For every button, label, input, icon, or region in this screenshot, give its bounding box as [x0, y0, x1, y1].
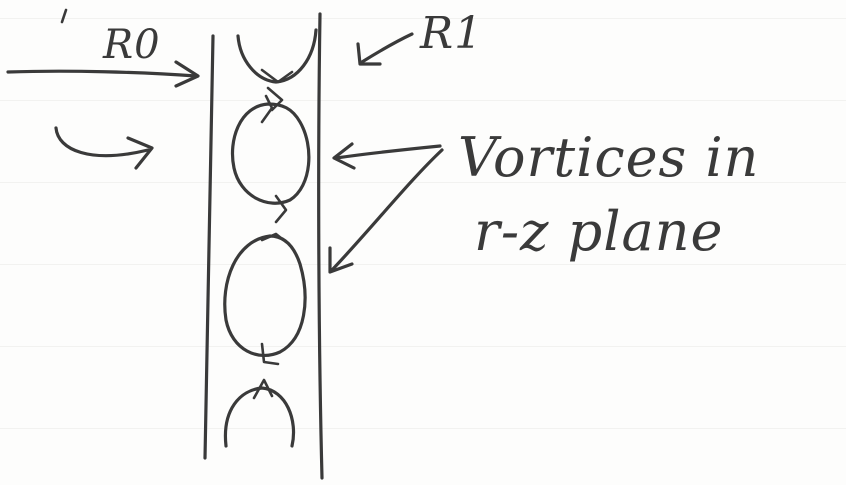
stray-tick-mark — [62, 10, 66, 22]
vortex-bottom-partial — [225, 380, 293, 446]
vortex-cell-1 — [232, 96, 308, 222]
vortex-pointer-arrows — [330, 144, 442, 272]
r0-label: R0 — [103, 22, 161, 68]
rotation-arrow — [56, 128, 152, 168]
outer-cylinder-wall — [319, 14, 322, 478]
vortex-cell-2 — [225, 234, 305, 364]
vortex-top-partial — [238, 30, 316, 110]
inner-cylinder-wall — [205, 36, 213, 458]
r1-arrow — [358, 34, 412, 64]
vortices-label-line-1: Vortices in — [458, 126, 759, 189]
vortices-label-line-2: r-z plane — [474, 200, 723, 263]
r1-label: R1 — [420, 8, 483, 59]
